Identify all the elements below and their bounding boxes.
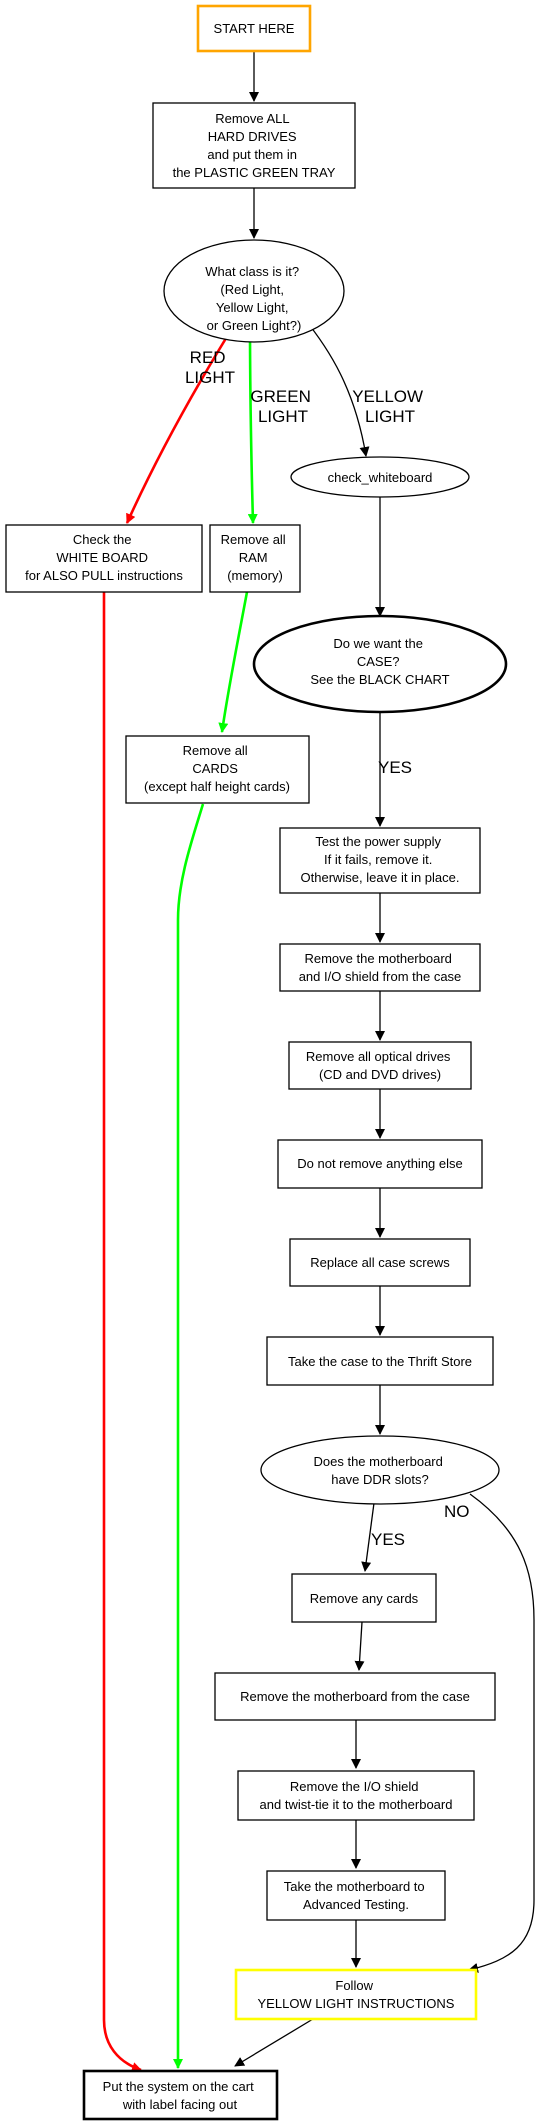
edge-check-white-board-to-put-on-cart [102,592,142,2072]
edge-label-yes-case: YES [378,758,412,777]
node-remove-drives: Remove ALL HARD DRIVES and put them in t… [152,102,356,189]
edge-ddr-to-remove-any-cards [361,1502,375,1572]
node-power-supply: Test the power supply If it fails, remov… [279,827,481,894]
edge-label-green-light: GREEN LIGHT [250,387,315,426]
edge-class-to-remove-ram [247,323,258,524]
svg-text:Follow YELLOW LIGHT IN: Follow YELLOW LIGHT INSTRUCTIONS [258,1978,455,2011]
edge-ddr-to-follow-yellow [468,1493,535,1973]
edges [102,51,535,2072]
node-class-decision: What class is it? (Red Light, Yellow Lig… [163,239,345,343]
svg-text:START HERE: START HERE [214,21,295,36]
edge-label-red-light: RED LIGHT [185,348,235,387]
node-remove-optical: Remove all optical drives (CD and DVD dr… [288,1041,472,1090]
svg-text:Remove ALL HARD DRIVES: Remove ALL HARD DRIVES and put them in t… [173,111,336,180]
svg-text:Remove all CARDS: Remove all CARDS (except half height car… [144,743,290,794]
node-remove-cards: Remove all CARDS (except half height car… [125,735,310,804]
svg-text:Remove all RAM: Remove all RAM (memory) [221,532,290,583]
svg-text:Put the system on the cart: Put the system on the cart with label fa… [103,2079,258,2112]
edge-label-no-ddr: NO [444,1502,470,1521]
edge-label-yellow-light: YELLOW LIGHT [352,387,428,426]
node-do-not-remove: Do not remove anything else [277,1139,483,1189]
edge-remove-any-cards-to-remove-mobo [354,1621,365,1671]
svg-text:Do we want the CASE?: Do we want the CASE? See the BLACK CHART [310,636,449,687]
svg-text:Test the power supply: Test the power supply If it fails, remov… [301,834,460,885]
edge-remove-cards-to-put-on-cart [173,803,205,2069]
edge-labels: RED LIGHT GREEN LIGHT YELLOW LIGHT YES Y… [185,348,470,1549]
node-follow-yellow: Follow YELLOW LIGHT INSTRUCTIONS [234,1968,478,2021]
node-check-whiteboard: check_whiteboard [290,456,470,498]
node-ddr-decision: Does the motherboard have DDR slots? [260,1435,500,1505]
svg-text:Remove the motherboard: Remove the motherboard and I/O shield fr… [299,951,462,984]
node-replace-screws: Replace all case screws [289,1238,471,1287]
svg-text:Remove the motherboard from th: Remove the motherboard from the case [240,1689,470,1704]
edge-follow-yellow-to-put-on-cart [234,2018,314,2067]
svg-text:check_whiteboard: check_whiteboard [328,470,433,485]
node-remove-ram: Remove all RAM (memory) [209,524,301,593]
svg-text:Remove all optical drives: Remove all optical drives (CD and DVD dr… [306,1049,454,1082]
svg-text:Replace all case screws: Replace all case screws [310,1255,450,1270]
node-thrift-store: Take the case to the Thrift Store [266,1336,494,1386]
node-remove-mobo-shield: Remove the motherboard and I/O shield fr… [279,943,481,992]
nodes: START HERE Remove ALL HARD DRIVES and pu… [5,4,508,2121]
node-remove-io: Remove the I/O shield and twist-tie it t… [237,1770,475,1821]
svg-text:Does the motherboard h: Does the motherboard have DDR slots? [314,1454,447,1487]
node-start: START HERE [196,4,312,53]
svg-text:Check the WHITE BOARD: Check the WHITE BOARD for ALSO PULL inst… [25,532,183,583]
edge-label-yes-ddr: YES [371,1530,405,1549]
edge-class-to-check-white-board [125,321,238,524]
svg-text:Take the case to the Thrift St: Take the case to the Thrift Store [288,1354,472,1369]
node-put-on-cart: Put the system on the cart with label fa… [82,2069,279,2121]
svg-text:Remove any cards: Remove any cards [310,1591,419,1606]
node-advanced-testing: Take the motherboard to Advanced Testing… [266,1870,446,1921]
node-check-white-board: Check the WHITE BOARD for ALSO PULL inst… [5,524,203,593]
node-remove-mobo: Remove the motherboard from the case [214,1672,496,1721]
edge-remove-ram-to-remove-cards [218,591,249,733]
node-remove-any-cards: Remove any cards [291,1573,437,1623]
svg-text:What class is it? (Red: What class is it? (Red Light, Yellow Lig… [205,264,303,333]
node-want-case-decision: Do we want the CASE? See the BLACK CHART [252,614,508,714]
svg-text:Remove the I/O shield: Remove the I/O shield and twist-tie it t… [260,1779,453,1812]
svg-text:Take the motherboard to: Take the motherboard to Advanced Testing… [284,1879,429,1912]
svg-text:Do not remove anything else: Do not remove anything else [297,1156,462,1171]
